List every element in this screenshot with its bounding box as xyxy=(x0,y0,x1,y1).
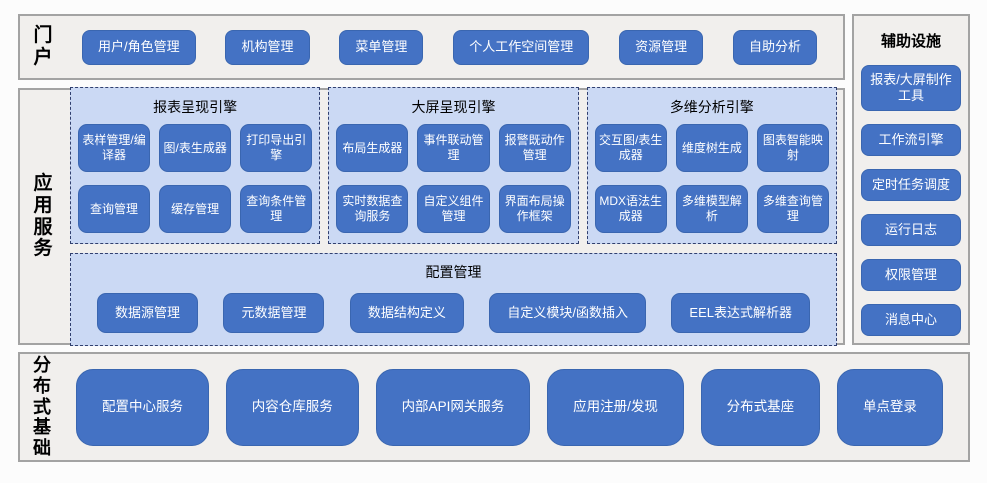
node-chart-smart-mapping: 图表智能映射 xyxy=(756,124,829,172)
node-internal-api-gateway: 内部API网关服务 xyxy=(375,368,531,446)
node-custom-component-mgmt: 自定义组件管理 xyxy=(417,185,490,233)
node-interactive-chart-generator: 交互图/表生成器 xyxy=(594,124,667,172)
node-mdx-syntax-generator: MDX语法生成器 xyxy=(594,185,667,233)
engine-panels-row: 报表呈现引擎 表样管理/编译器 图/表生成器 打印导出引擎 查询管理 缓存管理 … xyxy=(70,87,837,244)
node-config-center-service: 配置中心服务 xyxy=(76,368,209,446)
node-multidim-model-parsing: 多维模型解析 xyxy=(675,185,748,233)
report-engine-grid: 表样管理/编译器 图/表生成器 打印导出引擎 查询管理 缓存管理 查询条件管理 xyxy=(78,124,313,233)
report-engine-title: 报表呈现引擎 xyxy=(153,99,238,115)
node-personal-workspace-mgmt: 个人工作空间管理 xyxy=(453,29,590,65)
app-services-section-label: 应用服务 xyxy=(33,172,53,260)
portal-section-label: 门户 xyxy=(33,25,53,68)
node-dimension-tree-generation: 维度树生成 xyxy=(675,124,748,172)
foundation-section: 分布式基础 配置中心服务 内容仓库服务 内部API网关服务 应用注册/发现 分布… xyxy=(18,352,970,462)
config-mgmt-panel: 配置管理 数据源管理 元数据管理 数据结构定义 自定义模块/函数插入 EEL表达… xyxy=(70,253,837,346)
auxiliary-button-column: 报表/大屏制作工具 工作流引擎 定时任务调度 运行日志 权限管理 消息中心 xyxy=(861,65,961,336)
node-user-role-mgmt: 用户/角色管理 xyxy=(82,29,196,65)
node-data-structure-definition: 数据结构定义 xyxy=(349,293,464,333)
node-layout-generator: 布局生成器 xyxy=(336,124,409,172)
node-report-bigscreen-tool: 报表/大屏制作工具 xyxy=(861,65,961,111)
node-workflow-engine: 工作流引擎 xyxy=(861,124,961,156)
node-report-template-mgmt-compiler: 表样管理/编译器 xyxy=(78,124,151,172)
foundation-section-label: 分布式基础 xyxy=(33,355,51,459)
bigscreen-engine-grid: 布局生成器 事件联动管理 报警既动作管理 实时数据查询服务 自定义组件管理 界面… xyxy=(336,124,571,233)
node-realtime-data-query-service: 实时数据查询服务 xyxy=(336,185,409,233)
portal-section: 门户 用户/角色管理 机构管理 菜单管理 个人工作空间管理 资源管理 自助分析 xyxy=(18,14,845,80)
config-mgmt-row: 数据源管理 元数据管理 数据结构定义 自定义模块/函数插入 EEL表达式解析器 xyxy=(81,289,826,333)
node-datasource-mgmt: 数据源管理 xyxy=(97,293,199,333)
node-content-repo-service: 内容仓库服务 xyxy=(225,368,359,446)
node-permission-mgmt: 权限管理 xyxy=(861,259,961,291)
config-mgmt-title: 配置管理 xyxy=(425,264,482,280)
node-run-log: 运行日志 xyxy=(861,214,961,246)
node-event-linkage-mgmt: 事件联动管理 xyxy=(417,124,490,172)
foundation-button-row: 配置中心服务 内容仓库服务 内部API网关服务 应用注册/发现 分布式基座 单点… xyxy=(76,368,943,446)
node-ui-layout-framework: 界面布局操作框架 xyxy=(498,185,571,233)
node-cache-mgmt: 缓存管理 xyxy=(159,185,232,233)
portal-button-row: 用户/角色管理 机构管理 菜单管理 个人工作空间管理 资源管理 自助分析 xyxy=(82,29,817,65)
node-scheduled-task: 定时任务调度 xyxy=(861,169,961,201)
bigscreen-engine-title: 大屏呈现引擎 xyxy=(411,99,496,115)
report-engine-panel: 报表呈现引擎 表样管理/编译器 图/表生成器 打印导出引擎 查询管理 缓存管理 … xyxy=(70,87,321,244)
node-sso: 单点登录 xyxy=(836,368,943,446)
node-message-center: 消息中心 xyxy=(861,304,961,336)
node-eel-expression-parser: EEL表达式解析器 xyxy=(671,293,810,333)
node-resource-mgmt: 资源管理 xyxy=(619,29,704,65)
node-query-condition-mgmt: 查询条件管理 xyxy=(240,185,313,233)
node-multidim-query-mgmt: 多维查询管理 xyxy=(756,185,829,233)
node-print-export-engine: 打印导出引擎 xyxy=(240,124,313,172)
bigscreen-engine-panel: 大屏呈现引擎 布局生成器 事件联动管理 报警既动作管理 实时数据查询服务 自定义… xyxy=(328,87,579,244)
app-services-section: 应用服务 报表呈现引擎 表样管理/编译器 图/表生成器 打印导出引擎 查询管理 … xyxy=(18,87,845,346)
node-chart-table-generator: 图/表生成器 xyxy=(159,124,232,172)
node-app-register-discovery: 应用注册/发现 xyxy=(547,368,684,446)
node-alarm-action-mgmt: 报警既动作管理 xyxy=(498,124,571,172)
olap-engine-grid: 交互图/表生成器 维度树生成 图表智能映射 MDX语法生成器 多维模型解析 多维… xyxy=(594,124,829,233)
app-services-content: 报表呈现引擎 表样管理/编译器 图/表生成器 打印导出引擎 查询管理 缓存管理 … xyxy=(70,87,837,346)
auxiliary-section-title: 辅助设施 xyxy=(880,33,941,50)
node-self-service-analysis: 自助分析 xyxy=(732,29,817,65)
node-metadata-mgmt: 元数据管理 xyxy=(223,293,325,333)
olap-engine-panel: 多维分析引擎 交互图/表生成器 维度树生成 图表智能映射 MDX语法生成器 多维… xyxy=(586,87,837,244)
node-menu-mgmt: 菜单管理 xyxy=(339,29,424,65)
node-distributed-base: 分布式基座 xyxy=(700,368,821,446)
olap-engine-title: 多维分析引擎 xyxy=(669,99,754,115)
auxiliary-section: 辅助设施 报表/大屏制作工具 工作流引擎 定时任务调度 运行日志 权限管理 消息… xyxy=(852,14,970,345)
node-custom-module-function-insert: 自定义模块/函数插入 xyxy=(489,293,646,333)
node-query-mgmt: 查询管理 xyxy=(78,185,151,233)
node-org-mgmt: 机构管理 xyxy=(225,29,310,65)
